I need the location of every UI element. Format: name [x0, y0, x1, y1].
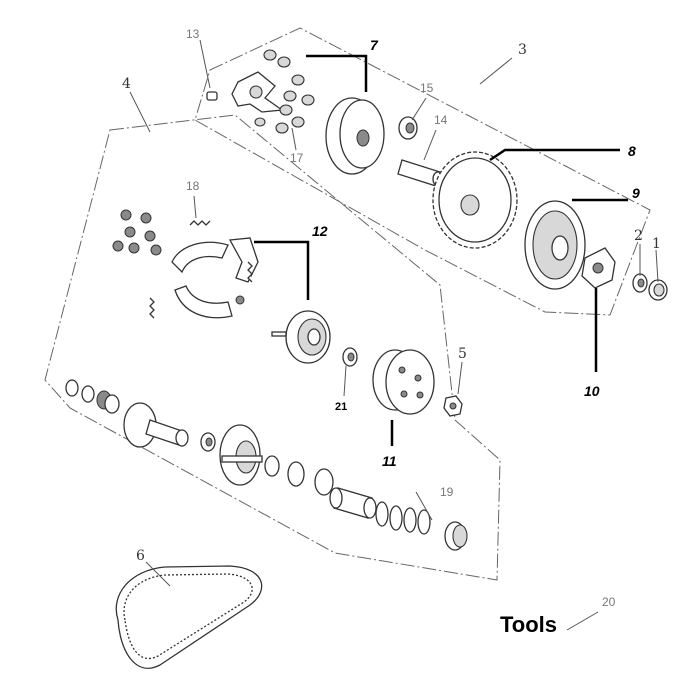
callout-18: 18: [186, 179, 200, 193]
spring-18-part: [189, 220, 211, 226]
group-outline-4: [44, 114, 501, 581]
callout-7: 7: [370, 37, 379, 53]
nut-5-part: [443, 395, 463, 417]
callout-8: 8: [628, 143, 636, 159]
callout-21: 21: [335, 401, 347, 413]
callout-20: 20: [602, 595, 616, 609]
slider-pin-part: [206, 91, 218, 101]
washer-part: [581, 247, 616, 289]
drive-belt-part: [115, 565, 263, 669]
collar-part: [329, 487, 377, 519]
spring-19-part: [375, 501, 431, 535]
callout-1: 1: [652, 236, 661, 252]
pulley-face-part: [325, 97, 385, 175]
sprocket-part: [432, 151, 518, 249]
bearings-row-part: [65, 379, 120, 414]
callout-3: 3: [518, 42, 527, 58]
clutch-shoes-part: [171, 237, 259, 319]
callout-10: 10: [584, 383, 600, 399]
callout-4: 4: [122, 76, 131, 92]
nuts-cluster-part: [112, 209, 162, 256]
callout-14: 14: [434, 113, 448, 127]
rings-row-part: [264, 455, 334, 496]
callout-5: 5: [458, 346, 467, 362]
ring-21-part: [342, 347, 358, 367]
callout-6: 6: [136, 548, 145, 564]
clutch-plate-part: [271, 310, 331, 364]
end-cup-part: [444, 521, 468, 551]
cap-part: [648, 279, 668, 301]
clutch-bell-part: [372, 349, 435, 415]
spring-small-part: [149, 297, 155, 319]
movable-face-part: [219, 424, 263, 486]
callout-11: 11: [382, 453, 397, 469]
callout-15: 15: [420, 81, 434, 95]
callout-12: 12: [312, 223, 328, 239]
callout-2: 2: [634, 228, 643, 244]
tools-label: Tools: [500, 612, 557, 637]
bearing-part: [398, 116, 418, 140]
callout-17: 17: [290, 151, 304, 165]
drive-face-part: [524, 200, 586, 290]
ramp-plate-part: [231, 71, 284, 113]
roller-weights-part: [254, 49, 315, 134]
callout-19: 19: [440, 485, 454, 499]
seal-part: [200, 432, 216, 452]
group-outline-3: [194, 27, 651, 316]
driven-pulley-part: [123, 402, 189, 448]
nut-part: [632, 273, 648, 293]
callout-13: 13: [186, 27, 200, 41]
callout-9: 9: [632, 185, 640, 201]
